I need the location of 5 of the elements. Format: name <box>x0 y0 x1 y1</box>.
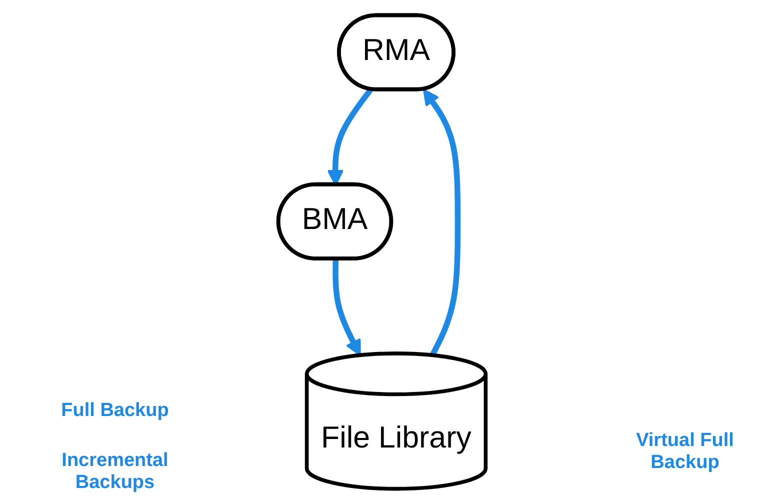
arrow-caption: Virtual Full Backup <box>635 430 735 474</box>
arrow-caption: Full Backup <box>60 400 170 422</box>
arrow <box>332 259 361 356</box>
arrow <box>422 88 461 356</box>
arrow-caption: Incremental Backups <box>60 450 170 494</box>
